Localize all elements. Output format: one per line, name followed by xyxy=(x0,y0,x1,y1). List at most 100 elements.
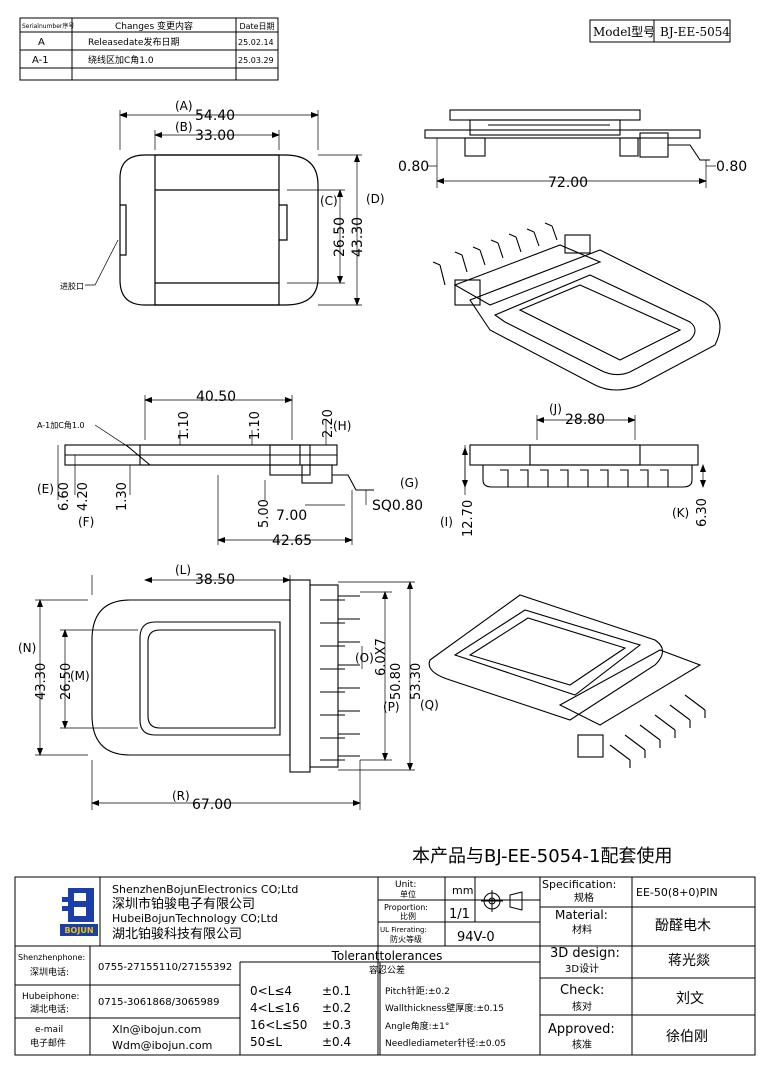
dim-J-tag: (J) xyxy=(549,402,562,416)
hb-phone-label: Hubeiphone: xyxy=(22,992,79,1002)
company-cn-2: 湖北铂骏科技有限公司 xyxy=(112,926,242,942)
check-label: Check: xyxy=(560,983,604,998)
approved-label: Approved: xyxy=(548,1022,615,1037)
unit-label: Unit: xyxy=(395,880,416,890)
dim-G-tag: (G) xyxy=(400,476,419,490)
dim-C-tag: (C) xyxy=(320,194,338,208)
bojun-logo: BOJUN xyxy=(60,888,98,936)
bottom-view-dims xyxy=(35,575,415,810)
rev-head-serial: Serialnumber序号 xyxy=(22,22,74,30)
prop-cn: 比例 xyxy=(400,911,416,921)
side-view-top xyxy=(424,109,710,161)
revision-text: Serialnumber序号 Changes 变更内容 Date日期 A Rel… xyxy=(22,20,275,66)
dim-P: 50.80 xyxy=(389,663,404,700)
rev-row2-date: 25.03.29 xyxy=(238,56,274,65)
dim-sq080: SQ0.80 xyxy=(372,498,423,514)
check-cn: 核对 xyxy=(572,1000,592,1013)
dim-A: 54.40 xyxy=(195,108,235,124)
hb-phone-cn: 湖北电话: xyxy=(30,1003,69,1015)
email-cn: 电子邮件 xyxy=(30,1037,66,1049)
dim-J: 28.80 xyxy=(565,412,605,428)
dim-O: 6.0X7 xyxy=(374,638,389,676)
dim-A-tag: (A) xyxy=(175,99,193,113)
tol-range-1: 0<L≤4 xyxy=(250,984,292,998)
dim-H-tag: (H) xyxy=(333,419,351,433)
dim-I-tag: (I) xyxy=(440,515,453,529)
tol-pitch: Pitch针距:±0.2 xyxy=(385,985,450,997)
bottom-view xyxy=(91,579,360,773)
tol-val-2: ±0.2 xyxy=(322,1001,351,1015)
dim-4050: 40.50 xyxy=(196,389,236,405)
dim-080-left: 0.80 xyxy=(398,159,429,175)
design-cn: 3D设计 xyxy=(565,962,599,975)
fire-value: 94V-0 xyxy=(457,930,495,945)
dim-220: 2.20 xyxy=(321,409,336,438)
prop-label: Proportion: xyxy=(384,903,428,912)
fire-cn: 防火等级 xyxy=(390,934,422,944)
approved-value: 徐伯刚 xyxy=(666,1029,708,1045)
hb-phone: 0715-3061868/3065989 xyxy=(98,997,220,1008)
front-section xyxy=(64,444,374,491)
model-value: BJ-EE-5054 xyxy=(660,25,730,39)
tol-range-3: 16<L≤50 xyxy=(250,1018,307,1032)
dim-72: 72.00 xyxy=(548,175,588,191)
tol-needle: Needlediameter针径:±0.05 xyxy=(385,1037,506,1049)
tol-cn: 容忍公差 xyxy=(369,964,405,976)
company-en-1: ShenzhenBojunElectronics CO;Ltd xyxy=(112,883,298,896)
rev-row1-change: Releasedate发布日期 xyxy=(88,36,179,48)
dim-500: 5.00 xyxy=(257,499,272,528)
rev-row1-date: 25.02.14 xyxy=(238,38,274,47)
dim-130: 1.30 xyxy=(115,482,130,511)
fire-label: UL Firerating: xyxy=(380,926,427,934)
dim-K: 6.30 xyxy=(695,498,710,527)
top-view xyxy=(119,154,319,306)
dim-L: 38.50 xyxy=(195,572,235,588)
dim-Q-tag: (Q) xyxy=(420,698,439,712)
dim-080-right: 0.80 xyxy=(716,159,747,175)
dim-B: 33.00 xyxy=(195,128,235,144)
mat-cn: 材料 xyxy=(572,923,592,936)
dim-O-tag: (O) xyxy=(355,651,374,665)
end-view xyxy=(469,444,699,488)
rev-row2-change: 绕线区加C角1.0 xyxy=(88,54,154,66)
tol-range-4: 50≤L xyxy=(250,1035,282,1049)
logo-text: BOJUN xyxy=(64,926,93,935)
dim-I: 12.70 xyxy=(461,500,476,537)
tol-val-3: ±0.3 xyxy=(322,1018,351,1032)
mat-value: 酚醛电木 xyxy=(655,918,711,934)
title-block-text: ShenzhenBojunElectronics CO;Ltd 深圳市铂骏电子有… xyxy=(18,878,718,1052)
model-label: Model型号 xyxy=(593,25,655,39)
tol-angle: Angle角度:±1° xyxy=(385,1020,449,1032)
approved-cn: 核准 xyxy=(572,1038,592,1051)
dim-N: 43.30 xyxy=(34,663,49,700)
rev-row1-serial: A xyxy=(38,37,45,48)
email-label: e-mail xyxy=(35,1025,63,1035)
title-block-frame xyxy=(14,876,756,1056)
unit-value: mm xyxy=(452,884,473,897)
side-view-top-dims xyxy=(428,138,716,188)
dim-700: 7.00 xyxy=(276,508,307,524)
dim-4265: 42.65 xyxy=(272,533,312,549)
dim-F-tag: (F) xyxy=(78,515,94,529)
mat-label: Material: xyxy=(555,908,608,922)
dim-D: 43.30 xyxy=(350,217,366,257)
top-view-dims xyxy=(85,110,362,306)
dim-M: 26.50 xyxy=(59,663,74,700)
top-view-labels: (A) 54.40 (B) 33.00 (C) 26.50 (D) 43.30 … xyxy=(60,99,385,291)
isometric-view-1 xyxy=(432,222,721,391)
dim-K-tag: (K) xyxy=(672,506,689,520)
tol-range-2: 4<L≤16 xyxy=(250,1001,300,1015)
rev-row2-serial: A-1 xyxy=(32,55,49,66)
unit-cn: 单位 xyxy=(400,889,416,899)
tol-title: Toleranttolerances xyxy=(331,949,443,963)
end-view-dims xyxy=(462,415,706,495)
prop-value: 1/1 xyxy=(449,907,470,922)
design-label: 3D design: xyxy=(550,946,620,961)
check-value: 刘文 xyxy=(676,991,704,1007)
spec-cn: 规格 xyxy=(574,891,594,904)
main-note: 本产品与BJ-EE-5054-1配套使用 xyxy=(412,846,673,867)
dim-R: 67.00 xyxy=(192,797,232,813)
dim-M-tag: (M) xyxy=(70,669,90,683)
tol-wall: Wallthickness壁厚度:±0.15 xyxy=(385,1002,504,1014)
